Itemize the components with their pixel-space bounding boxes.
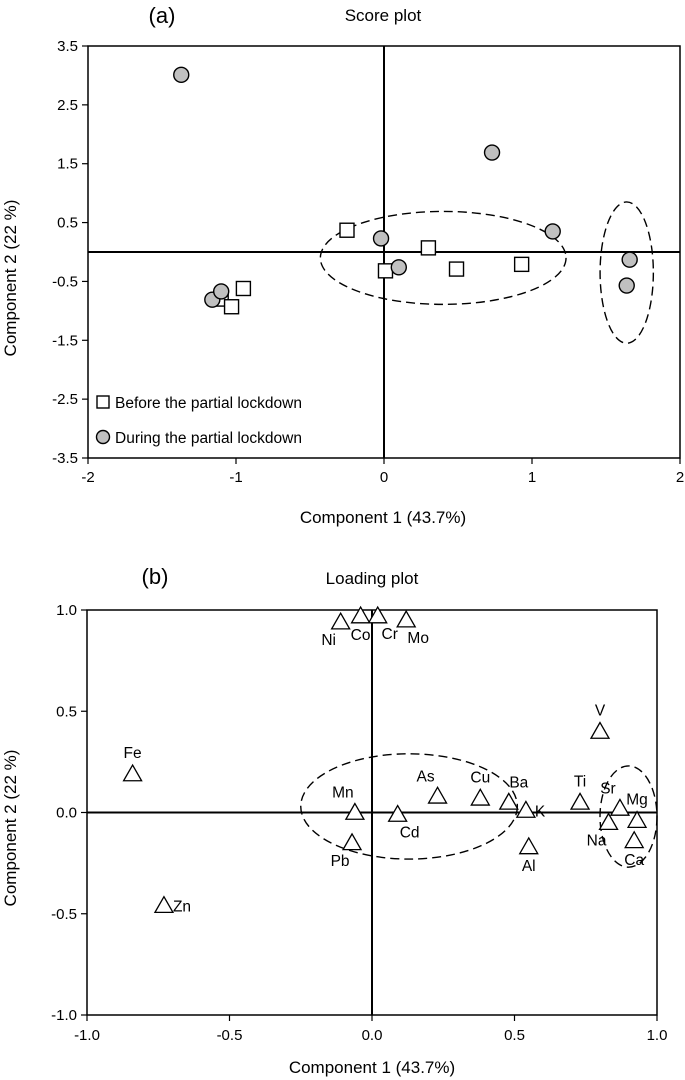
- loading-point-mg: [626, 810, 648, 828]
- loading-plot-y-tick-label: -0.5: [51, 906, 77, 923]
- score-plot-panel: (a) Score plot Component 1 (43.7%) Compo…: [1, 3, 684, 527]
- loading-plot-x-tick-label: 1.0: [647, 1027, 668, 1044]
- score-plot-y-tick-label: 3.5: [57, 38, 78, 55]
- score-point-before: [377, 263, 394, 279]
- score-point-during: [390, 259, 407, 276]
- loading-label-na: Na: [587, 833, 607, 850]
- score-point-during: [618, 277, 635, 294]
- loading-point-mo: [396, 609, 417, 628]
- loading-label-zn: Zn: [173, 899, 191, 916]
- loading-point-cd: [387, 804, 408, 822]
- loading-plot-title: Loading plot: [326, 569, 419, 588]
- loading-plot-xlabel: Component 1 (43.7%): [289, 1058, 455, 1077]
- loading-point-cu: [470, 788, 491, 806]
- score-plot-area: -2 -1 0 1 2 -3.5 -2.5 -1.5 -0.5 0.5 1.5 2.5 3.5Befor…: [52, 38, 684, 486]
- loading-point-ni: [330, 611, 351, 630]
- legend-marker-before: [96, 395, 110, 409]
- score-point-during: [621, 251, 638, 268]
- loading-label-ni: Ni: [321, 632, 336, 649]
- loading-label-mg: Mg: [626, 792, 648, 809]
- loading-label-sr: Sr: [600, 780, 616, 797]
- loading-point-as: [427, 785, 448, 804]
- loading-label-mn: Mn: [332, 785, 354, 802]
- loading-cluster-ellipse-1: [300, 753, 519, 860]
- loading-label-ti: Ti: [574, 773, 586, 790]
- loading-point-fe: [122, 763, 143, 782]
- loading-point-co: [350, 605, 371, 624]
- loading-plot-y-tick-label: 1.0: [56, 602, 77, 619]
- loading-label-mo: Mo: [407, 630, 429, 647]
- loading-point-al: [518, 836, 539, 855]
- legend-marker-during: [95, 429, 111, 445]
- loading-plot-y-tick-label: 0.5: [56, 703, 77, 720]
- loading-point-cr: [367, 605, 388, 624]
- score-plot-ylabel: Component 2 (22 %): [1, 200, 20, 357]
- loading-label-pb: Pb: [331, 853, 350, 870]
- score-point-during: [544, 223, 561, 240]
- loading-label-ba: Ba: [509, 774, 528, 791]
- score-plot-y-tick-label: -2.5: [52, 391, 78, 408]
- score-point-before: [339, 222, 355, 238]
- score-plot-y-tick-label: -1.5: [52, 332, 78, 349]
- panel-label-b: (b): [142, 564, 169, 589]
- loading-point-zn: [153, 895, 175, 914]
- loading-plot-y-tick-label: -1.0: [51, 1007, 77, 1024]
- legend-label-during: During the partial lockdown: [115, 430, 302, 447]
- loading-label-fe: Fe: [124, 745, 142, 762]
- loading-plot-x-tick-label: 0.5: [504, 1027, 525, 1044]
- score-plot-x-tick-label: -2: [81, 469, 94, 486]
- loading-label-as: As: [417, 768, 435, 785]
- score-cluster-ellipse-1: [319, 210, 567, 306]
- loading-point-pb: [341, 832, 363, 851]
- loading-label-cd: Cd: [400, 825, 420, 842]
- loading-point-na: [598, 812, 619, 831]
- loading-point-ti: [569, 792, 591, 810]
- loading-plot-panel: (b) Loading plot Component 1 (43.7%) Com…: [1, 564, 667, 1077]
- loading-label-cr: Cr: [382, 626, 398, 643]
- score-point-during: [483, 144, 501, 161]
- score-point-before: [223, 299, 240, 315]
- score-plot-x-tick-label: 2: [676, 469, 684, 486]
- score-plot-xlabel: Component 1 (43.7%): [300, 508, 466, 527]
- loading-label-v: V: [595, 703, 606, 720]
- score-point-before: [513, 256, 530, 273]
- loading-cluster-ellipse-2: [599, 765, 658, 868]
- loading-point-ca: [624, 830, 645, 849]
- loading-label-ca: Ca: [624, 852, 644, 869]
- score-plot-y-tick-label: 0.5: [57, 215, 78, 232]
- legend-label-before: Before the partial lockdown: [115, 395, 302, 412]
- loading-plot-y-tick-label: 0.0: [56, 805, 77, 822]
- score-point-during: [212, 283, 230, 300]
- score-plot-x-tick-label: 0: [380, 469, 388, 486]
- score-point-during: [372, 230, 390, 247]
- loading-label-k: K: [535, 803, 546, 820]
- score-point-before: [448, 261, 465, 277]
- loading-plot-x-tick-label: 0.0: [362, 1027, 383, 1044]
- loading-point-sr: [609, 798, 631, 816]
- loading-label-co: Co: [351, 627, 371, 644]
- score-plot-x-tick-label: 1: [528, 469, 536, 486]
- loading-plot-ylabel: Component 2 (22 %): [1, 750, 20, 907]
- score-point-before: [420, 240, 437, 256]
- score-plot-x-tick-label: -1: [229, 469, 242, 486]
- loading-label-cu: Cu: [470, 769, 490, 786]
- loading-point-k: [515, 800, 537, 818]
- score-plot-title: Score plot: [345, 6, 422, 25]
- score-plot-y-tick-label: -3.5: [52, 450, 78, 467]
- score-plot-y-tick-label: 2.5: [57, 97, 78, 114]
- loading-label-al: Al: [522, 858, 536, 875]
- score-plot-y-tick-label: -0.5: [52, 273, 78, 290]
- loading-point-v: [589, 721, 611, 739]
- score-cluster-ellipse-2: [599, 201, 655, 344]
- score-point-during: [173, 66, 190, 84]
- loading-point-ba: [498, 792, 519, 810]
- score-plot-y-tick-label: 1.5: [57, 156, 78, 173]
- score-point-before: [235, 280, 252, 297]
- panel-label-a: (a): [149, 3, 176, 28]
- loading-plot-x-tick-label: -1.0: [74, 1027, 100, 1044]
- loading-plot-x-tick-label: -0.5: [217, 1027, 243, 1044]
- loading-point-mn: [344, 802, 366, 820]
